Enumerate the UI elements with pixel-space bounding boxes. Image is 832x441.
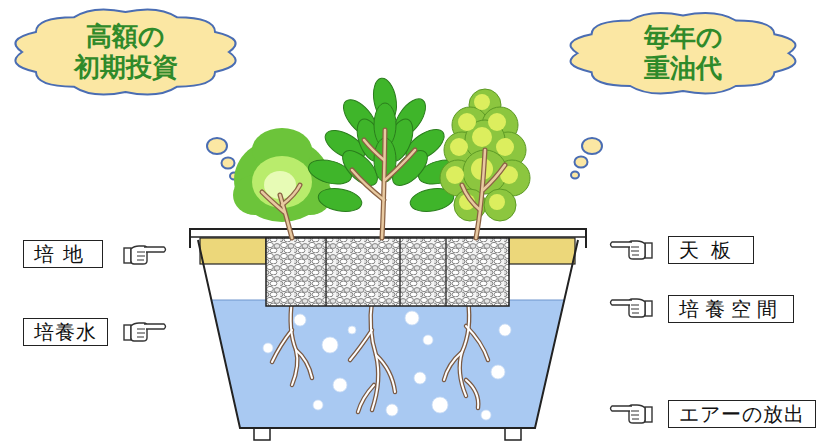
- pointing-hands: [124, 241, 652, 423]
- cloud-text: 毎年の 重油代: [623, 22, 743, 84]
- label-text: 培養水: [34, 320, 97, 344]
- thought-cloud: 毎年の 重油代: [563, 6, 803, 101]
- label-text: 培地: [34, 242, 92, 266]
- label-text: 培養空間: [679, 297, 783, 321]
- roots: [272, 300, 488, 412]
- top-plate: [509, 238, 575, 264]
- thought-cloud: 高額の 初期投資: [8, 2, 243, 102]
- label-text: 天板: [679, 238, 743, 262]
- label-box: エアーの放出: [668, 400, 816, 428]
- top-plate: [200, 238, 266, 264]
- label-box: 培養空間: [668, 295, 794, 323]
- plants: [233, 76, 530, 238]
- label-box: 培地: [23, 240, 103, 268]
- label-text: エアーの放出: [679, 402, 805, 426]
- net-pot-medium: [266, 238, 509, 306]
- pot-outline: [198, 240, 578, 428]
- label-box: 天板: [668, 236, 754, 264]
- cloud-text: 高額の 初期投資: [66, 21, 186, 83]
- label-box: 培養水: [23, 318, 108, 346]
- pot-rim: [190, 229, 586, 248]
- pot-interior: [190, 238, 590, 440]
- air-bubbles: [263, 311, 511, 420]
